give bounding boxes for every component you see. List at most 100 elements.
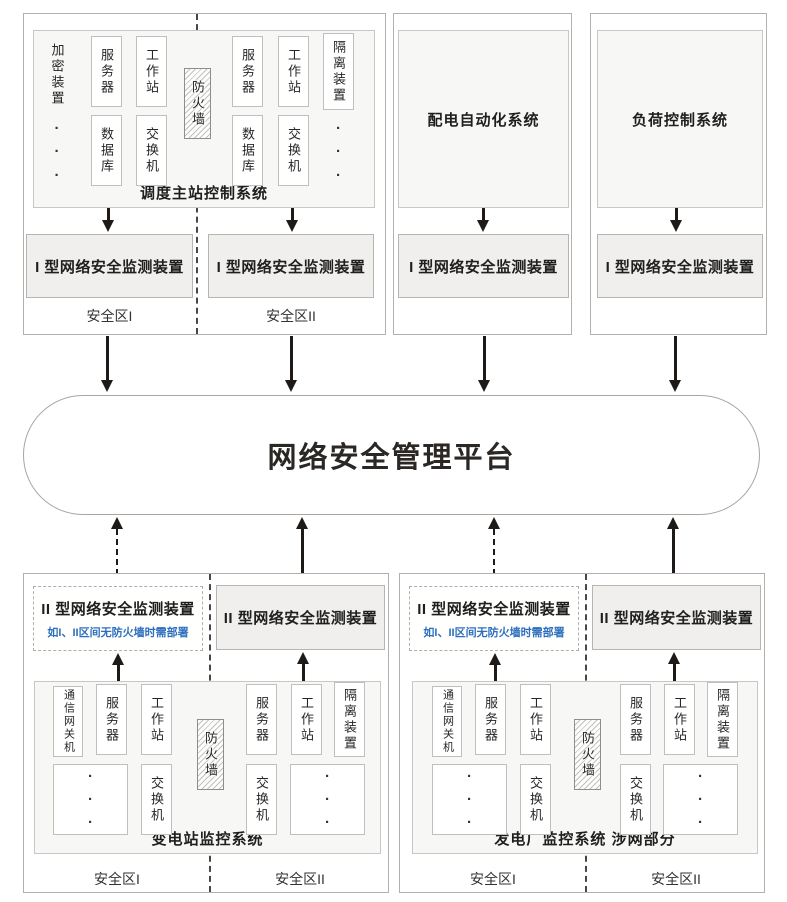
ellipsis-label: · · ·: [698, 767, 703, 832]
device-server: 服务器: [232, 36, 263, 107]
device-workstation: 工作站: [520, 684, 551, 755]
firewall-box: 防火墙: [197, 719, 224, 790]
device-isolator-label: 隔离装置: [342, 687, 357, 752]
zone2-label: 安全区II: [651, 871, 701, 887]
device-server-label: 服务器: [104, 695, 119, 744]
arrow-head: [669, 380, 681, 392]
arrow-line: [674, 336, 677, 382]
arrow-head: [102, 220, 114, 232]
device-server-label: 服务器: [99, 47, 114, 96]
monitor-type2-box: II 型网络安全监测装置: [216, 585, 385, 650]
monitor-type1-box: I 型网络安全监测装置: [26, 234, 193, 298]
firewall-box: 防火墙: [574, 719, 601, 790]
device-switch: 交换机: [246, 764, 277, 835]
arrow-line: [107, 208, 110, 221]
device-isolator: 隔离装置: [334, 682, 365, 757]
arrow-head: [296, 517, 308, 529]
arrow-line: [494, 664, 497, 681]
system-label-load: 负荷控制系统: [631, 111, 728, 129]
ellipsis-label: · · ·: [467, 767, 472, 832]
section-dispatch: 调度主站控制系统 加密装置 服务器 工作站 防火墙 服务器 工作站 隔离装置 ·…: [23, 13, 386, 335]
ellipsis-label: · · ·: [336, 120, 341, 184]
device-workstation-label: 工作站: [672, 695, 687, 744]
arrow-head: [667, 517, 679, 529]
system-label-plant: 发电厂监控系统 涉网部分: [494, 831, 676, 848]
firewall-label: 防火墙: [580, 730, 595, 779]
device-switch-label: 交换机: [144, 126, 159, 175]
arrow-line: [482, 208, 485, 221]
platform-stadium: 网络安全管理平台: [23, 395, 760, 515]
arrow-line: [290, 336, 293, 382]
section-substation: II 型网络安全监测装置 如I、II区间无防火墙时需部署 II 型网络安全监测装…: [23, 573, 389, 893]
arrow-head: [285, 380, 297, 392]
device-isolator-label: 隔离装置: [715, 687, 730, 752]
monitor-type2-label: II 型网络安全监测装置: [41, 600, 195, 618]
monitor-type2-label: II 型网络安全监测装置: [223, 610, 378, 627]
distribution-system-panel: 配电自动化系统: [398, 30, 569, 208]
arrow-head: [101, 380, 113, 392]
device-switch: 交换机: [136, 115, 167, 186]
arrow-head: [477, 220, 489, 232]
zone1-label: 安全区I: [94, 871, 140, 887]
arrow-line: [302, 663, 305, 681]
arrow-line: [106, 336, 109, 382]
device-isolator-label: 隔离装置: [331, 39, 346, 104]
ellipsis-dots-box: · · ·: [53, 764, 128, 835]
arrow-line: [116, 529, 118, 585]
device-switch-label: 交换机: [254, 775, 269, 824]
monitor-type1-box: I 型网络安全监测装置: [208, 234, 374, 298]
device-workstation: 工作站: [136, 36, 167, 107]
device-workstation: 工作站: [141, 684, 172, 755]
ellipsis-label: · · ·: [54, 120, 60, 184]
monitor-type2-note: 如I、II区间无防火墙时需部署: [423, 626, 565, 639]
device-switch: 交换机: [520, 764, 551, 835]
system-label-distribution: 配电自动化系统: [427, 111, 540, 129]
monitor-type1-label: I 型网络安全监测装置: [605, 258, 755, 276]
firewall-label: 防火墙: [190, 79, 205, 128]
monitor-type2-note: 如I、II区间无防火墙时需部署: [47, 626, 189, 639]
device-server: 服务器: [620, 684, 651, 755]
device-gateway: 通信网关机: [432, 686, 462, 757]
device-database-label: 数据库: [240, 126, 255, 175]
firewall-label: 防火墙: [203, 730, 218, 779]
ellipsis-dots-box: · · ·: [290, 764, 365, 835]
arrow-head: [111, 517, 123, 529]
device-workstation: 工作站: [664, 684, 695, 755]
ellipsis-dots-box: · · ·: [663, 764, 738, 835]
ellipsis-dots: · · ·: [323, 119, 354, 185]
device-server: 服务器: [246, 684, 277, 755]
device-switch-label: 交换机: [628, 775, 643, 824]
arrow-line: [117, 664, 120, 681]
device-database-label: 数据库: [99, 126, 114, 175]
device-workstation: 工作站: [291, 684, 322, 755]
section-distribution: 配电自动化系统 I 型网络安全监测装置: [393, 13, 572, 335]
monitor-type1-box: I 型网络安全监测装置: [597, 234, 763, 298]
zone1-label: 安全区I: [470, 871, 516, 887]
monitor-type1-label: I 型网络安全监测装置: [35, 258, 184, 276]
device-database: 数据库: [232, 115, 263, 186]
arrow-head: [670, 220, 682, 232]
arrow-line: [675, 208, 678, 221]
arrow-head: [488, 517, 500, 529]
arrow-line: [291, 208, 294, 221]
device-switch-label: 交换机: [528, 775, 543, 824]
device-server-label: 服务器: [254, 695, 269, 744]
device-server: 服务器: [475, 684, 506, 755]
monitor-type2-box: II 型网络安全监测装置: [592, 585, 761, 650]
device-switch-label: 交换机: [149, 775, 164, 824]
system-label-dispatch: 调度主站控制系统: [139, 185, 268, 202]
arrow-head: [489, 653, 501, 665]
device-switch: 交换机: [278, 115, 309, 186]
section-power-plant: II 型网络安全监测装置 如I、II区间无防火墙时需部署 II 型网络安全监测装…: [399, 573, 765, 893]
device-workstation-label: 工作站: [528, 695, 543, 744]
zone2-label: 安全区II: [275, 871, 325, 887]
device-server-label: 服务器: [240, 47, 255, 96]
device-switch-label: 交换机: [286, 126, 301, 175]
device-workstation-label: 工作站: [149, 695, 164, 744]
zone2-label: 安全区II: [266, 308, 316, 324]
device-gateway-label: 通信网关机: [62, 689, 75, 754]
zone1-label: 安全区I: [86, 308, 133, 324]
arrow-head: [668, 652, 680, 664]
device-switch: 交换机: [141, 764, 172, 835]
